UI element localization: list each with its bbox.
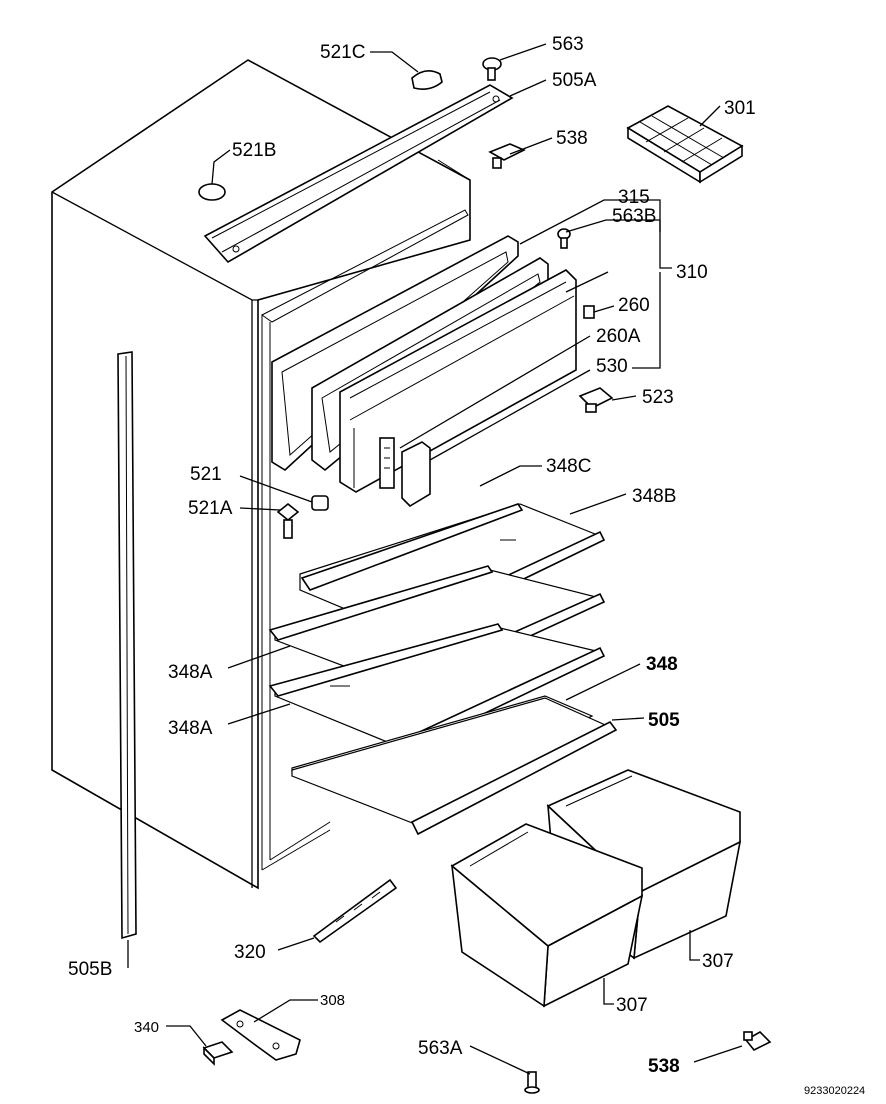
plug-521a xyxy=(276,502,300,539)
bracket-320 xyxy=(312,878,398,944)
crisper-cover-505 xyxy=(291,697,618,836)
door-gasket-505b xyxy=(117,351,137,940)
label-505: 505 xyxy=(648,710,680,731)
cap-521b xyxy=(198,183,226,201)
label-538-bottom: 538 xyxy=(648,1056,680,1077)
label-307-front: 307 xyxy=(616,995,648,1016)
cap-521c xyxy=(411,70,443,90)
top-trim-strip xyxy=(203,84,514,264)
label-521: 521 xyxy=(190,464,222,485)
label-310: 310 xyxy=(676,262,708,283)
leader-lines xyxy=(127,43,743,1075)
label-521b: 521B xyxy=(232,140,276,161)
label-505a: 505A xyxy=(552,70,597,91)
label-260a: 260A xyxy=(596,326,641,347)
label-521a: 521A xyxy=(188,498,233,519)
label-505b: 505B xyxy=(68,959,112,980)
label-530: 530 xyxy=(596,356,628,377)
label-563b: 563B xyxy=(612,206,656,227)
label-348b: 348B xyxy=(632,486,676,507)
label-348: 348 xyxy=(646,654,678,675)
hinge-538-top xyxy=(488,143,526,169)
label-348a-lower: 348A xyxy=(168,718,213,739)
screw-563a xyxy=(524,1071,540,1094)
door-latch-260a xyxy=(379,437,395,489)
label-315: 315 xyxy=(618,187,650,208)
freezer-door-530 xyxy=(339,269,577,493)
screw-563 xyxy=(482,57,502,81)
hinge-308 xyxy=(220,1009,301,1061)
label-260: 260 xyxy=(618,295,650,316)
label-340: 340 xyxy=(134,1019,159,1036)
label-348c: 348C xyxy=(546,456,591,477)
clip-260 xyxy=(583,305,595,319)
label-523: 523 xyxy=(642,387,674,408)
label-320: 320 xyxy=(234,942,266,963)
drawing-code: 9233020224 xyxy=(804,1085,865,1097)
cap-521 xyxy=(311,495,329,511)
door-handle-530 xyxy=(401,441,431,508)
spacer-340 xyxy=(202,1041,234,1066)
label-307-rear: 307 xyxy=(702,951,734,972)
label-348a-upper: 348A xyxy=(168,662,213,683)
label-301: 301 xyxy=(724,98,756,119)
cabinet-body xyxy=(51,59,471,890)
label-563a: 563A xyxy=(418,1038,463,1059)
hinge-538-bottom xyxy=(743,1031,772,1052)
label-308: 308 xyxy=(320,992,345,1009)
crisper-drawer-307-front xyxy=(450,823,644,1008)
label-538-top: 538 xyxy=(556,128,588,149)
lamp-holder-523 xyxy=(578,387,614,413)
label-521c: 521C xyxy=(320,42,365,63)
shelf-348a-lower xyxy=(268,623,606,754)
label-563: 563 xyxy=(552,34,584,55)
ice-cube-tray xyxy=(626,105,744,184)
